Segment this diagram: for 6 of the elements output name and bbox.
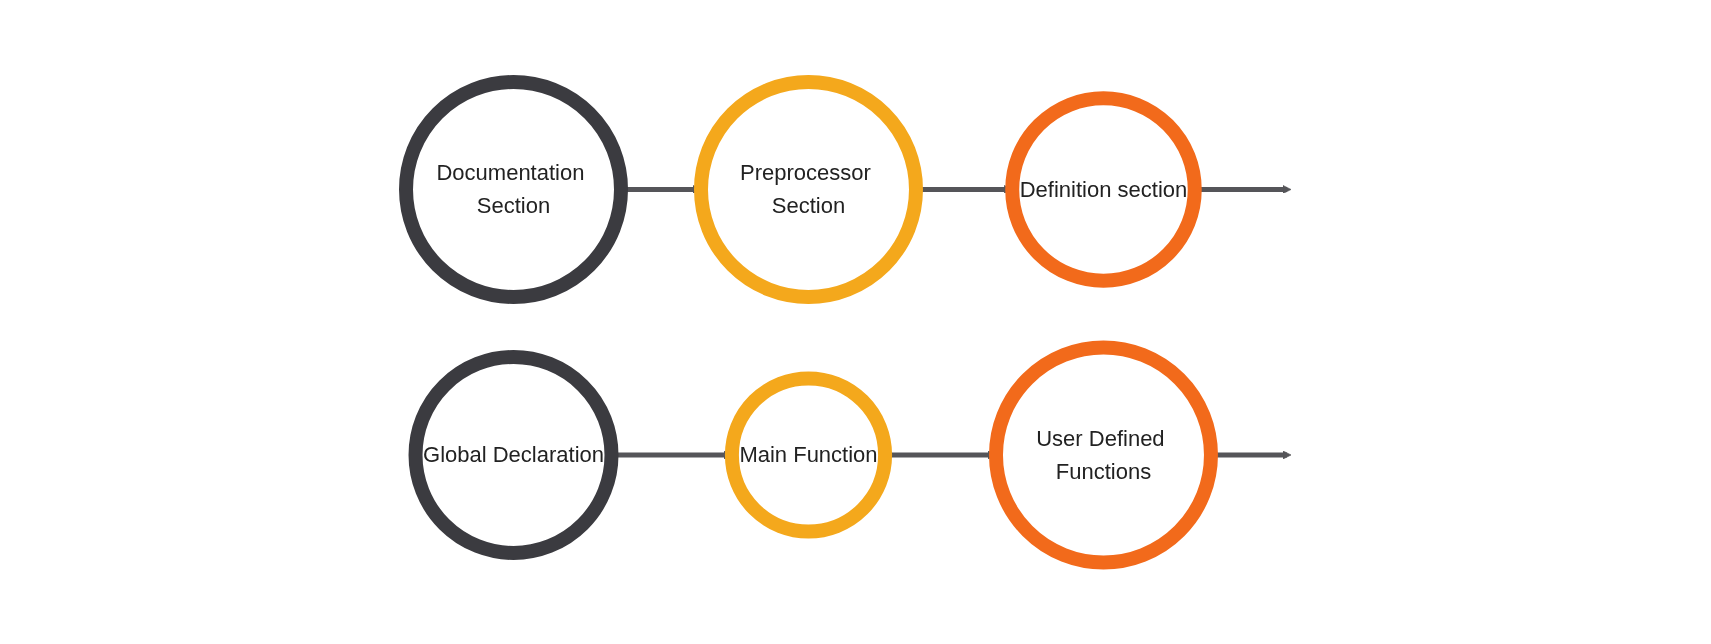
node-circle: Global Declaration bbox=[408, 349, 619, 560]
node-circle: User Defined Functions bbox=[989, 340, 1218, 570]
node-circle: Definition section bbox=[1005, 91, 1202, 288]
node-circle: Documentation Section bbox=[399, 74, 628, 304]
node-circle: Preprocessor Section bbox=[694, 74, 923, 304]
node-circle: Main Function bbox=[724, 371, 893, 539]
